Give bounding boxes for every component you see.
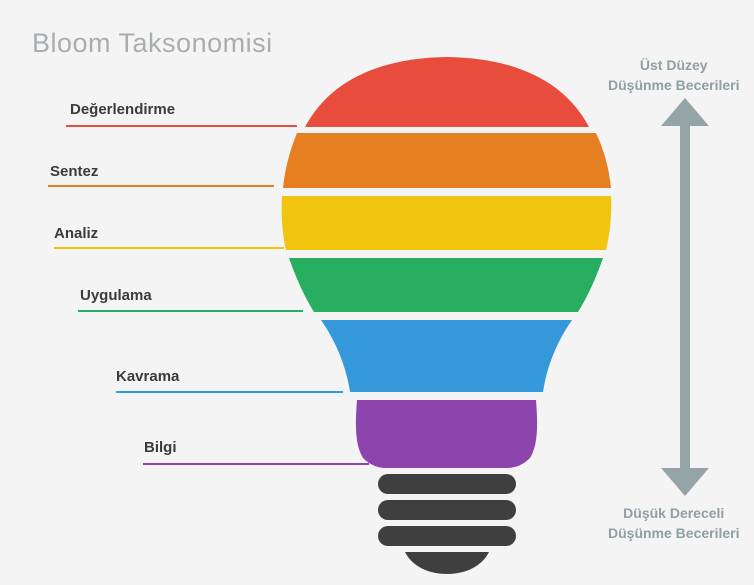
band-kavrama (321, 320, 572, 392)
band-bilgi (355, 400, 538, 468)
arrow-top-line2: Düşünme Becerileri (608, 77, 740, 93)
arrow-top-caption: Üst Düzey Düşünme Becerileri (608, 55, 740, 95)
level-label-degerlendirme: Değerlendirme (70, 101, 176, 118)
level-label-bilgi: Bilgi (144, 439, 177, 456)
level-label-uygulama: Uygulama (80, 287, 152, 304)
diagram-title: Bloom Taksonomisi (32, 28, 273, 58)
arrow-bottom-line2: Düşünme Becerileri (608, 525, 740, 541)
band-degerlendirme (305, 57, 589, 127)
level-label-analiz: Analiz (54, 225, 99, 242)
arrow-bottom-caption: Düşük Dereceli Düşünme Becerileri (608, 503, 740, 543)
skill-level-arrow (661, 98, 709, 496)
bulb-base (378, 474, 516, 574)
level-label-kavrama: Kavrama (116, 368, 180, 385)
band-analiz (281, 196, 612, 250)
band-sentez (283, 133, 611, 188)
band-uygulama (289, 258, 603, 312)
level-label-sentez: Sentez (50, 163, 99, 180)
arrow-bottom-line1: Düşük Dereceli (623, 505, 725, 521)
arrow-top-line1: Üst Düzey (639, 57, 708, 73)
